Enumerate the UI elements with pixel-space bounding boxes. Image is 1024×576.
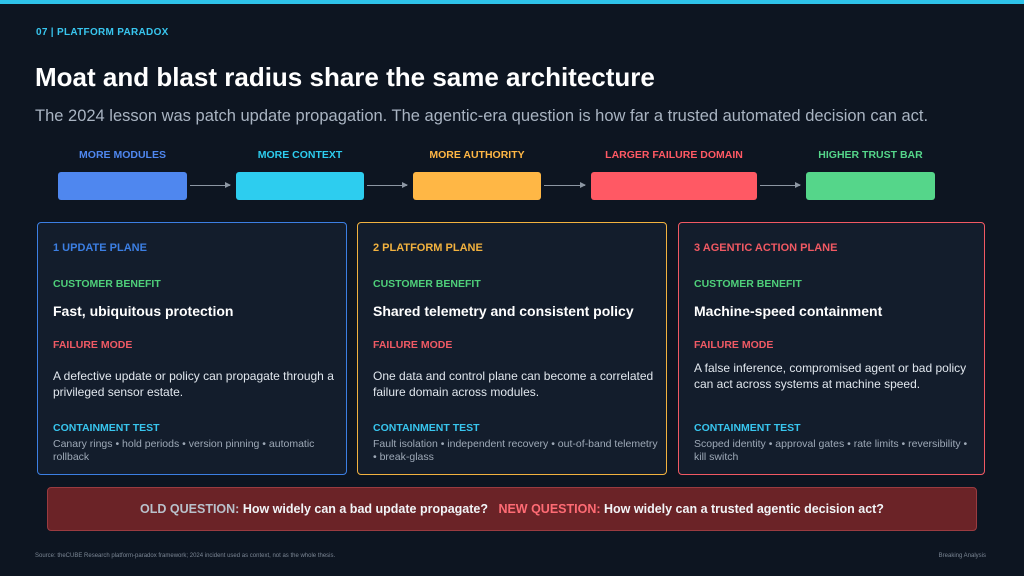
flow-label-more-modules: MORE MODULES [79, 149, 166, 161]
containment-test-label: CONTAINMENT TEST [53, 422, 160, 434]
customer-benefit-label: CUSTOMER BENEFIT [373, 278, 481, 290]
customer-benefit-text: Fast, ubiquitous protection [53, 303, 234, 319]
flow-arrow-icon [367, 182, 408, 188]
failure-mode-label: FAILURE MODE [694, 339, 774, 351]
failure-mode-label: FAILURE MODE [373, 339, 453, 351]
top-accent-bar [0, 0, 1024, 4]
card-title: 2 PLATFORM PLANE [373, 242, 483, 254]
card-platform-plane: 2 PLATFORM PLANE CUSTOMER BENEFIT Shared… [357, 222, 667, 475]
flow-box-larger-failure-domain [591, 172, 757, 200]
flow-arrow-icon [544, 182, 586, 188]
question-banner: OLD QUESTION: How widely can a bad updat… [47, 487, 977, 531]
new-question-text: How widely can a trusted agentic decisio… [604, 502, 884, 516]
card-title: 3 AGENTIC ACTION PLANE [694, 242, 838, 254]
customer-benefit-label: CUSTOMER BENEFIT [53, 278, 161, 290]
flow-label-larger-failure-domain: LARGER FAILURE DOMAIN [605, 149, 743, 161]
flow-box-higher-trust-bar [806, 172, 935, 200]
flow-box-more-context [236, 172, 364, 200]
failure-mode-text: A defective update or policy can propaga… [53, 369, 334, 399]
failure-mode-label: FAILURE MODE [53, 339, 133, 351]
page-title: Moat and blast radius share the same arc… [35, 62, 655, 92]
page-subtitle: The 2024 lesson was patch update propaga… [35, 107, 929, 125]
flow-box-more-modules [58, 172, 187, 200]
flow-box-more-authority [413, 172, 541, 200]
containment-test-label: CONTAINMENT TEST [694, 422, 801, 434]
brand-footer: Breaking Analysis [938, 553, 986, 559]
section-eyebrow: 07 | PLATFORM PARADOX [36, 27, 169, 38]
flow-label-higher-trust-bar: HIGHER TRUST BAR [818, 149, 923, 161]
old-question-text: How widely can a bad update propagate? [242, 502, 489, 516]
failure-mode-text: One data and control plane can become a … [373, 369, 654, 399]
new-question-label: NEW QUESTION: [498, 502, 601, 516]
containment-test-text: Fault isolation • independent recovery •… [373, 438, 658, 463]
customer-benefit-label: CUSTOMER BENEFIT [694, 278, 802, 290]
flow-label-more-authority: MORE AUTHORITY [429, 149, 525, 161]
customer-benefit-text: Machine-speed containment [694, 303, 883, 319]
failure-mode-text: A false inference, compromised agent or … [694, 361, 967, 391]
containment-test-text: Scoped identity • approval gates • rate … [694, 438, 968, 463]
flow-arrow-icon [190, 182, 231, 188]
flow-arrow-icon [760, 182, 801, 188]
flow-label-more-context: MORE CONTEXT [257, 149, 343, 161]
card-agentic-action-plane: 3 AGENTIC ACTION PLANE CUSTOMER BENEFIT … [678, 222, 985, 475]
containment-test-label: CONTAINMENT TEST [373, 422, 480, 434]
containment-test-text: Canary rings • hold periods • version pi… [53, 438, 315, 463]
source-note: Source: theCUBE Research platform-parado… [35, 553, 336, 559]
customer-benefit-text: Shared telemetry and consistent policy [373, 303, 634, 319]
old-question-label: OLD QUESTION: [140, 502, 240, 516]
card-title: 1 UPDATE PLANE [53, 242, 147, 254]
card-update-plane: 1 UPDATE PLANE CUSTOMER BENEFIT Fast, ub… [37, 222, 347, 475]
